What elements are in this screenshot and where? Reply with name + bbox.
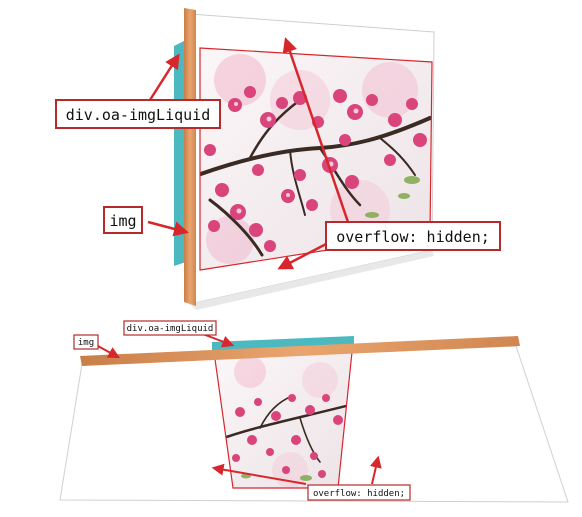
arrow-overflow-down bbox=[277, 240, 331, 270]
label-image: img bbox=[103, 206, 143, 234]
bottom-view: img div.oa-imgLiquid overflow: hidden; bbox=[59, 320, 569, 503]
div-edge bbox=[184, 8, 196, 306]
label-image-text: img bbox=[109, 212, 136, 230]
panel-shadow bbox=[190, 250, 434, 310]
arrow-container bbox=[148, 53, 180, 101]
arrow-overflow-up bbox=[282, 37, 352, 229]
label-overflow: overflow: hidden; bbox=[325, 221, 501, 251]
label-container-bottom: div.oa-imgLiquid bbox=[123, 320, 217, 336]
label-container-text: div.oa-imgLiquid bbox=[66, 106, 211, 124]
label-container: div.oa-imgLiquid bbox=[55, 99, 221, 129]
label-overflow-bottom-text: overflow: hidden; bbox=[313, 489, 405, 499]
photo-blossom-bottom bbox=[214, 352, 352, 488]
arrow-image-bottom bbox=[95, 344, 121, 359]
top-view: div.oa-imgLiquid img overflow: hidden; bbox=[55, 8, 501, 310]
img-layer-edge bbox=[174, 40, 186, 266]
arrow-overflow-bottom-left bbox=[211, 463, 307, 485]
label-overflow-text: overflow: hidden; bbox=[336, 228, 490, 246]
label-overflow-bottom: overflow: hidden; bbox=[307, 484, 411, 501]
label-image-bottom: img bbox=[73, 334, 99, 350]
photo-blossom bbox=[200, 48, 432, 270]
div-edge-bottom bbox=[80, 336, 520, 366]
label-image-bottom-text: img bbox=[78, 338, 94, 348]
arrow-image bbox=[147, 220, 189, 237]
label-container-bottom-text: div.oa-imgLiquid bbox=[127, 324, 214, 334]
arrow-overflow-bottom-up bbox=[369, 455, 382, 485]
